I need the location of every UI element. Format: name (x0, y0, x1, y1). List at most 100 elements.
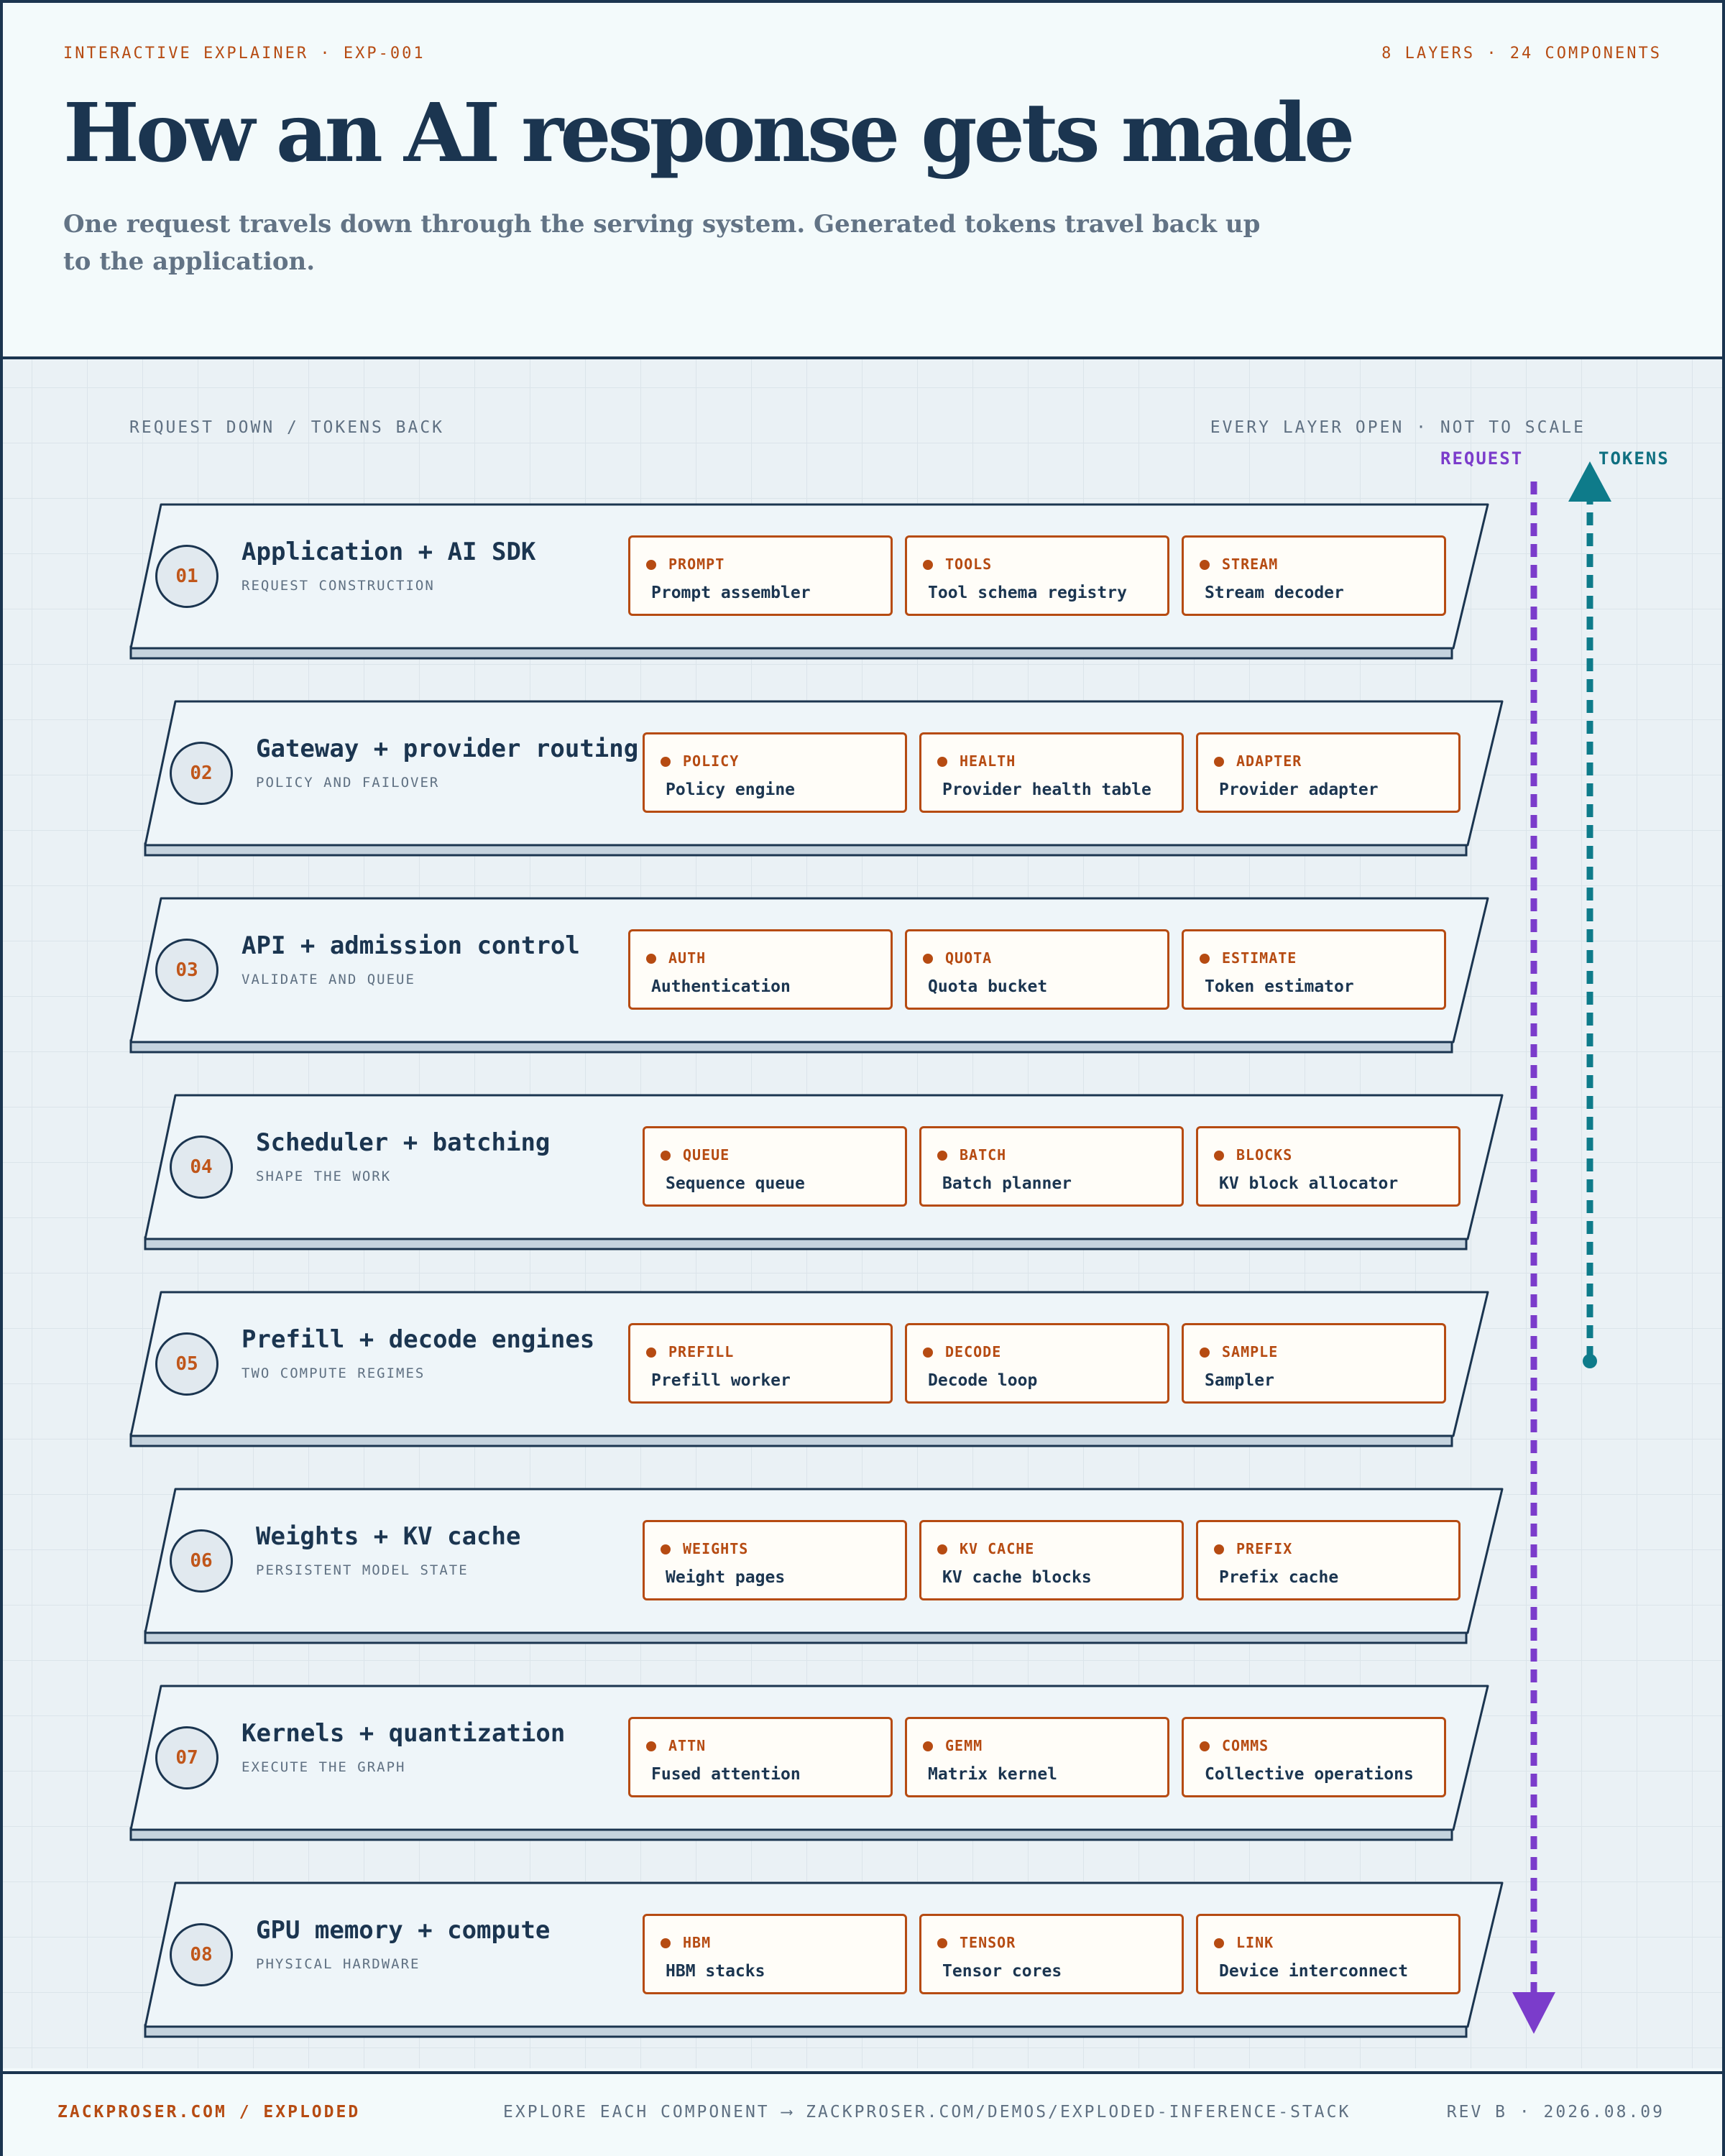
status-dot-icon (646, 1741, 656, 1751)
layer-subtitle: SHAPE THE WORK (256, 1169, 392, 1184)
status-dot-icon (661, 757, 671, 767)
layer-subtitle: REQUEST CONSTRUCTION (242, 578, 435, 594)
component-card[interactable]: DECODE Decode loop (905, 1323, 1169, 1404)
component-tag: GEMM (945, 1737, 983, 1754)
component-card[interactable]: BATCH Batch planner (919, 1126, 1184, 1207)
component-name: Collective operations (1205, 1765, 1414, 1784)
component-name: Token estimator (1205, 977, 1354, 996)
component-tag: AUTH (668, 949, 707, 967)
footer-revision: REV B · 2026.08.09 (1446, 2103, 1665, 2122)
component-tag: ADAPTER (1236, 752, 1302, 770)
component-card[interactable]: AUTH Authentication (628, 929, 893, 1010)
page-title: How an AI response gets made (63, 86, 1355, 180)
request-flow-label: REQUEST (1440, 448, 1524, 469)
component-name: Provider health table (942, 780, 1151, 799)
footer: ZACKPROSER.COM / EXPLODED EXPLORE EACH C… (3, 2071, 1722, 2156)
status-dot-icon (1214, 757, 1224, 767)
diagram-area: REQUEST DOWN / TOKENS BACK EVERY LAYER O… (3, 359, 1722, 2068)
component-name: Authentication (651, 977, 791, 996)
component-card[interactable]: COMMS Collective operations (1182, 1717, 1446, 1797)
layer-title: Prefill + decode engines (242, 1325, 595, 1354)
component-tag: STREAM (1222, 556, 1279, 573)
component-tag: TENSOR (960, 1934, 1016, 1951)
status-dot-icon (1200, 1741, 1210, 1751)
component-tag: HEALTH (960, 752, 1016, 770)
component-name: Decode loop (928, 1371, 1038, 1390)
layer-number-badge: 01 (155, 545, 218, 608)
layer-01[interactable]: 01 Application + AI SDK REQUEST CONSTRUCTI… (129, 503, 1617, 665)
status-dot-icon (646, 954, 656, 964)
component-name: Tool schema registry (928, 584, 1127, 602)
component-name: Prompt assembler (651, 584, 811, 602)
component-card[interactable]: PROMPT Prompt assembler (628, 535, 893, 616)
status-dot-icon (937, 1544, 947, 1554)
component-tag: SAMPLE (1222, 1343, 1279, 1360)
component-tag: PREFIX (1236, 1540, 1293, 1557)
component-card[interactable]: PREFIX Prefix cache (1196, 1520, 1460, 1600)
layer-title: Scheduler + batching (256, 1128, 551, 1157)
request-arrow-head-icon (1512, 1992, 1555, 2034)
footer-site-link[interactable]: ZACKPROSER.COM / EXPLODED (58, 2103, 361, 2122)
footer-explore-link[interactable]: EXPLORE EACH COMPONENT ⟶ ZACKPROSER.COM/… (503, 2103, 1351, 2122)
component-card[interactable]: KV CACHE KV cache blocks (919, 1520, 1184, 1600)
status-dot-icon (646, 560, 656, 570)
status-dot-icon (1200, 954, 1210, 964)
component-tag: QUOTA (945, 949, 993, 967)
component-card[interactable]: ATTN Fused attention (628, 1717, 893, 1797)
component-name: Batch planner (942, 1174, 1072, 1193)
component-name: KV cache blocks (942, 1568, 1092, 1587)
layer-count-label: 8 LAYERS · 24 COMPONENTS (1381, 45, 1662, 63)
component-name: Weight pages (666, 1568, 786, 1587)
component-name: Fused attention (651, 1765, 801, 1784)
component-tag: BATCH (960, 1146, 1007, 1164)
status-dot-icon (923, 560, 933, 570)
flow-arrows (1512, 461, 1611, 2034)
layer-subtitle: PHYSICAL HARDWARE (256, 1956, 420, 1972)
layer-number-badge: 07 (155, 1726, 218, 1789)
component-tag: KV CACHE (960, 1540, 1035, 1557)
component-tag: COMMS (1222, 1737, 1269, 1754)
layer-subtitle: VALIDATE AND QUEUE (242, 972, 415, 987)
layer-title: Application + AI SDK (242, 538, 536, 566)
status-dot-icon (923, 1741, 933, 1751)
status-dot-icon (937, 1938, 947, 1948)
component-card[interactable]: TOOLS Tool schema registry (905, 535, 1169, 616)
component-tag: DECODE (945, 1343, 1002, 1360)
status-dot-icon (661, 1938, 671, 1948)
status-dot-icon (1214, 1938, 1224, 1948)
component-card[interactable]: HEALTH Provider health table (919, 732, 1184, 813)
component-name: Prefix cache (1219, 1568, 1339, 1587)
component-tag: PROMPT (668, 556, 725, 573)
component-tag: ATTN (668, 1737, 707, 1754)
component-name: KV block allocator (1219, 1174, 1399, 1193)
status-dot-icon (661, 1151, 671, 1161)
component-tag: LINK (1236, 1934, 1274, 1951)
status-dot-icon (923, 954, 933, 964)
page-subtitle: One request travels down through the ser… (63, 210, 1261, 276)
component-tag: TOOLS (945, 556, 993, 573)
tokens-flow-label: TOKENS (1598, 448, 1670, 469)
tokens-origin-dot-icon (1583, 1354, 1597, 1368)
status-dot-icon (937, 757, 947, 767)
